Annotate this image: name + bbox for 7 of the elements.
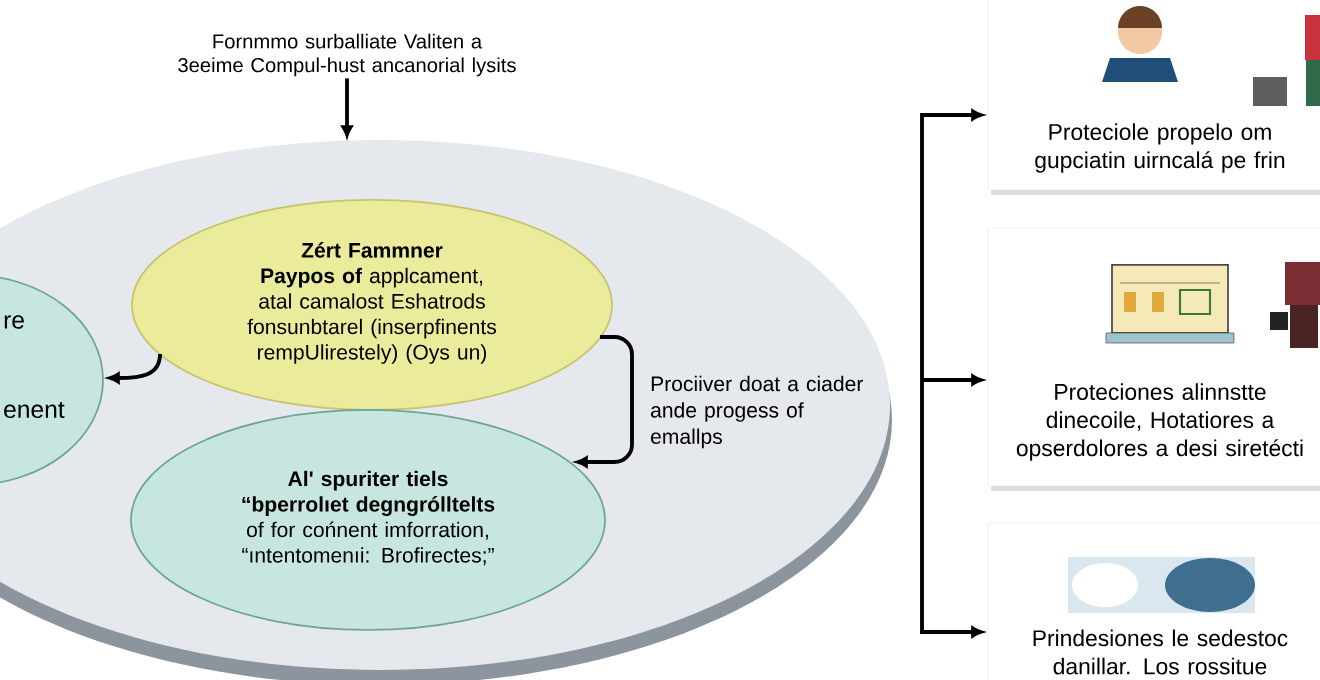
arrow <box>922 374 984 386</box>
card: Proteciole propelo om gupciatin uirncalá pe frin <box>987 0 1320 195</box>
arrow <box>920 109 984 380</box>
node-label: Proteciones alinnstte dinecoile, Hotatiores a opserdolores a desi siretécti <box>1016 383 1303 461</box>
arrow <box>920 380 984 638</box>
heading-text: Fornmmo surballiate Valiten a 3eeime Compul-hust ancanorial lysits <box>178 33 516 77</box>
edge-label: Prociiver doat a ciader ande progess of emallps <box>648 374 867 450</box>
